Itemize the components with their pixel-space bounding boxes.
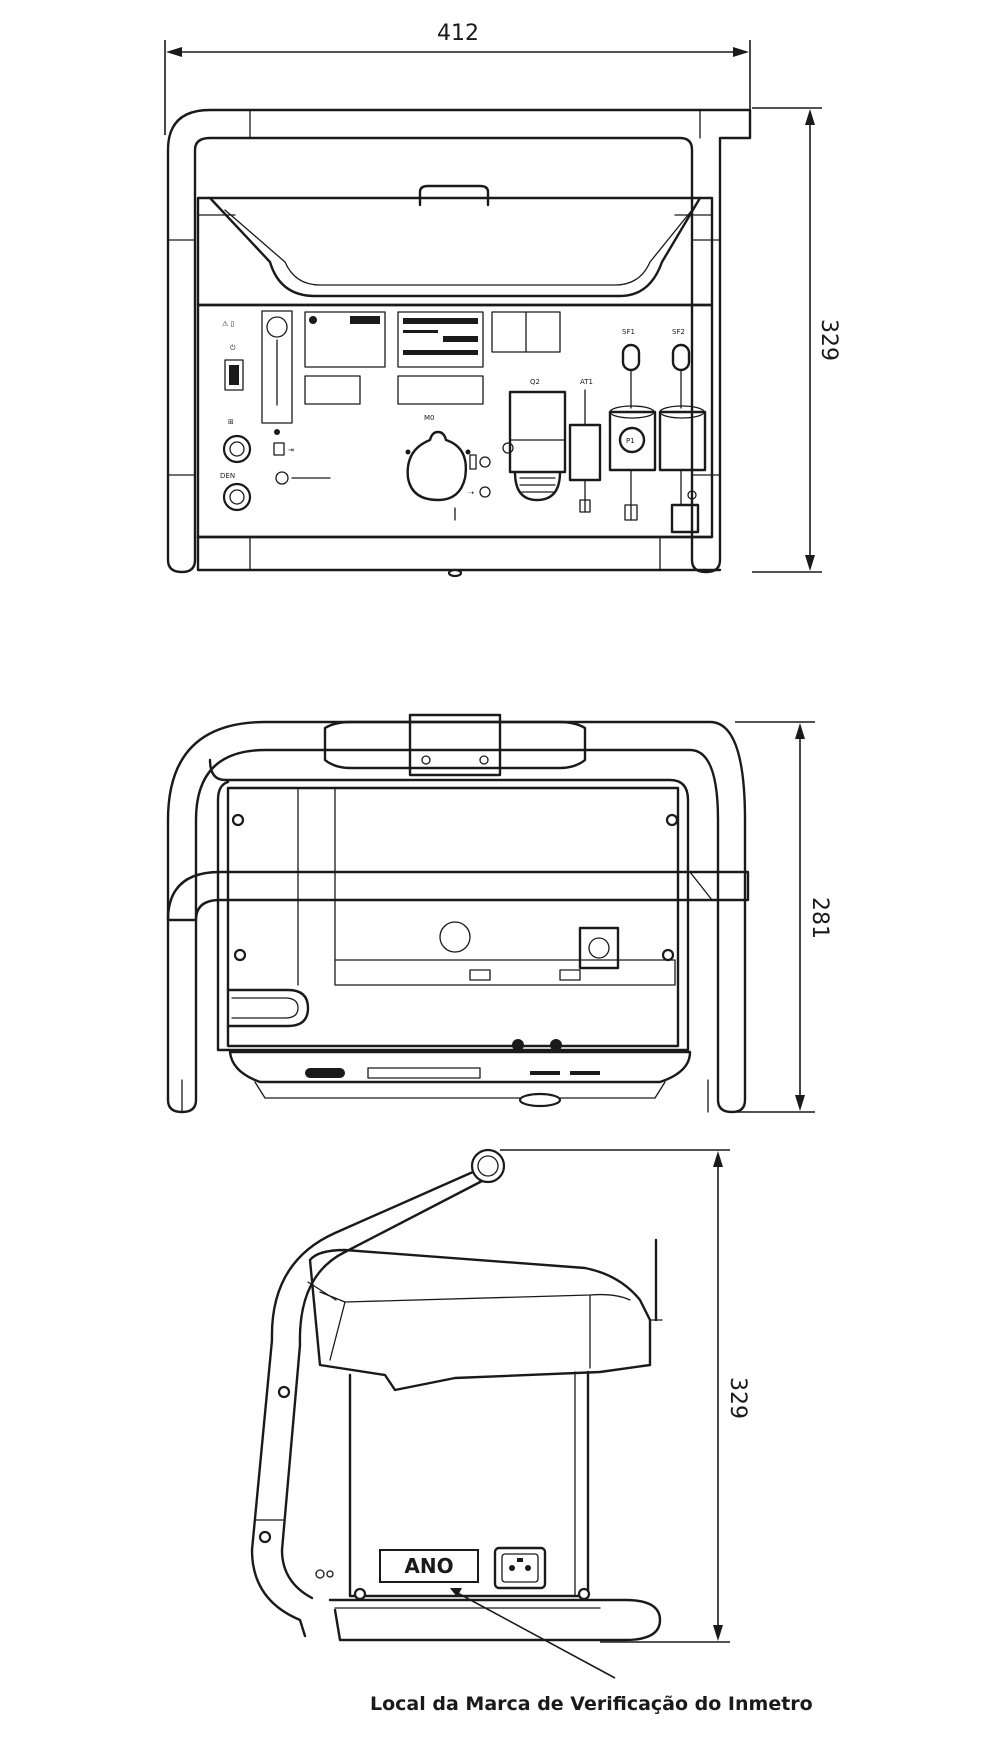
leader-line — [451, 1589, 616, 1679]
rear-height-dimension: 281 — [735, 721, 832, 1113]
svg-text:⊞: ⊞ — [228, 418, 234, 426]
rear-view: 281 — [166, 713, 832, 1114]
side-height-value: 329 — [725, 1377, 750, 1419]
front-height-value: 329 — [816, 319, 841, 361]
year-label-box — [379, 1549, 479, 1583]
label-q2: Q2 — [530, 378, 540, 386]
svg-text:⇥: ⇥ — [288, 446, 294, 454]
front-height-dimension: 329 — [752, 107, 841, 573]
front-width-dimension: 412 — [164, 21, 751, 135]
svg-text:⏻: ⏻ — [230, 344, 236, 352]
side-view: 329 A — [250, 1148, 813, 1715]
svg-text:⚠ ▯: ⚠ ▯ — [222, 320, 234, 328]
side-height-dimension: 329 — [500, 1149, 750, 1643]
label-m0: M0 — [424, 414, 435, 422]
label-sf1: SF1 — [622, 328, 635, 336]
year-label: ANO — [404, 1554, 453, 1578]
svg-text:P1: P1 — [626, 437, 635, 445]
front-width-value: 412 — [437, 21, 479, 46]
label-sf2: SF2 — [672, 328, 685, 336]
front-view: 412 329 ⚠ ▯ — [164, 21, 841, 578]
rear-height-value: 281 — [807, 897, 832, 939]
svg-text:DEN: DEN — [220, 472, 235, 480]
inmetro-caption: Local da Marca de Verificação do Inmetro — [370, 1693, 813, 1715]
label-at1: AT1 — [580, 378, 593, 386]
svg-text:⇢: ⇢ — [468, 489, 474, 497]
